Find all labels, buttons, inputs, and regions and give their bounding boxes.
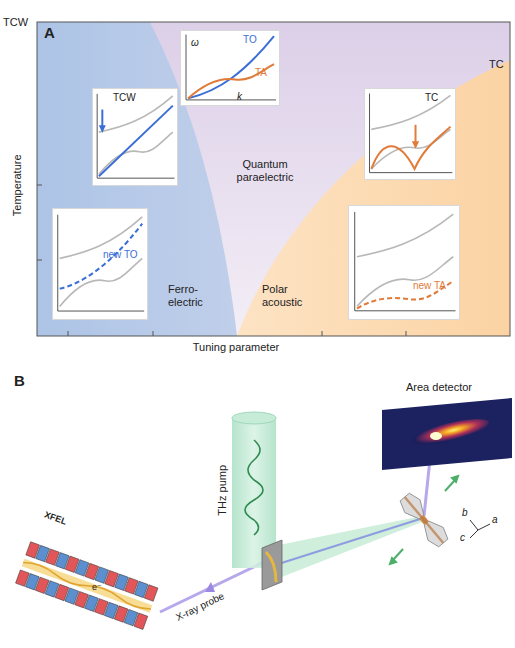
curve-label: new TA [413, 280, 446, 292]
curve-label: TO [243, 34, 257, 46]
axis-title: Temperature [11, 154, 24, 216]
phase-label: Ferro- electric [168, 283, 218, 308]
axis-title: Tuning parameter [193, 341, 279, 354]
inset-plot: TC [364, 88, 456, 180]
inset-plot: new TA [348, 205, 460, 320]
inset-plot: TO TA ω k [180, 30, 280, 106]
panel-label: B [14, 372, 25, 389]
magnet-block [134, 613, 148, 629]
curve-label: TA [255, 67, 267, 79]
axis-label: TCW [3, 16, 28, 29]
axis-letter: c [460, 532, 465, 544]
inset-plot: new TO [52, 208, 148, 320]
curve-label: new TO [103, 249, 138, 261]
component-label: THz pump [216, 465, 229, 516]
component-label: Area detector [406, 381, 472, 394]
axis-label: TC [489, 58, 504, 71]
symbol-label: e⁻ [92, 582, 102, 592]
curve-label: TC [425, 92, 438, 104]
panel-label: A [44, 24, 55, 41]
axis-letter: b [462, 507, 468, 519]
magnet-block [144, 585, 158, 601]
curve-label: TCW [113, 92, 136, 104]
component-label: XFEL [43, 509, 68, 527]
phase-label: Polar acoustic [262, 283, 314, 308]
axis-letter: a [492, 514, 498, 526]
inset-plot: TCW [92, 88, 178, 186]
beam-label: X-ray probe [174, 590, 226, 623]
phase-label: Quantum paraelectric [221, 158, 309, 183]
curve-label: k [237, 91, 242, 103]
curve-label: ω [191, 37, 199, 49]
